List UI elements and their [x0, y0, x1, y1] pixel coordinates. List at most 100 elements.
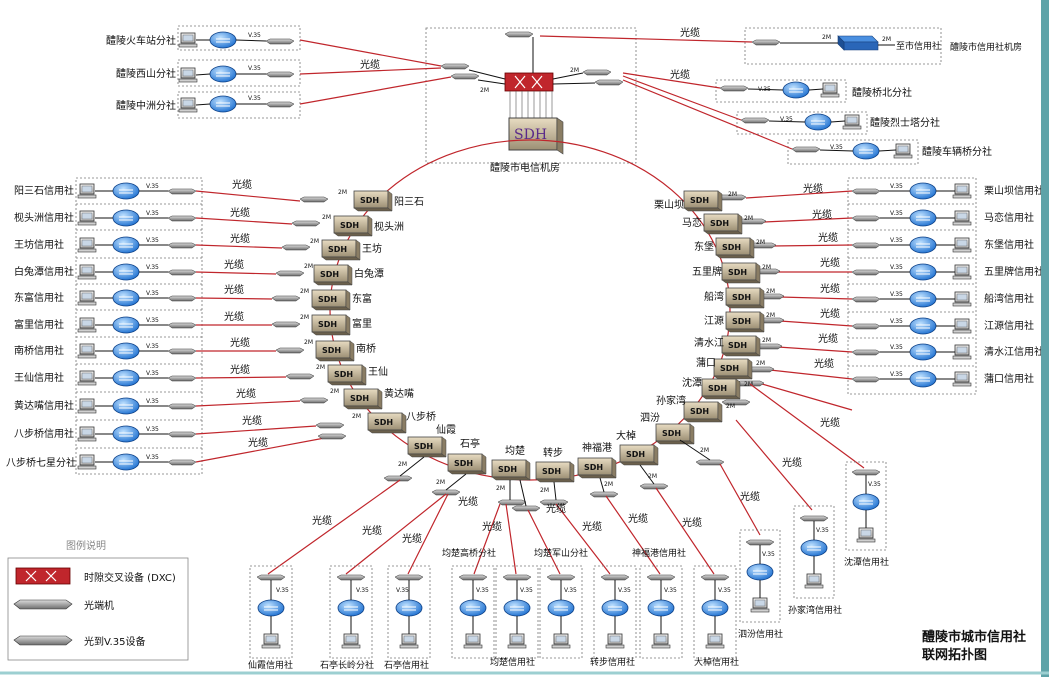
computer-icon — [893, 143, 913, 159]
v35-label: V.35 — [762, 551, 775, 558]
node-label: 黄达嘴 — [384, 387, 414, 400]
cable-label: 光缆 — [820, 307, 840, 320]
legend-item-v35: 光到V.35设备 — [84, 635, 145, 648]
legend-v35-converter-icon — [13, 635, 73, 646]
coop-label: 仙霞信用社 — [248, 659, 293, 671]
v35-label: V.35 — [780, 116, 793, 123]
coop-label: 枧头洲信用社 — [14, 211, 74, 224]
v35-label: V.35 — [396, 587, 409, 594]
center-sdh-label: SDH — [514, 127, 547, 143]
link-rate-label: 2M — [338, 189, 347, 196]
link-rate-label: 2M — [570, 67, 579, 74]
computer-icon — [952, 237, 972, 253]
center-sdh-icon: SDH — [508, 117, 564, 155]
cable-label: 光缆 — [812, 208, 832, 221]
router-icon — [909, 209, 937, 227]
link-rate-label: 2M — [882, 36, 891, 43]
computer-icon — [178, 32, 198, 48]
v35-label: V.35 — [816, 527, 829, 534]
node-label: 均楚 — [505, 444, 525, 457]
optical-terminal-icon — [271, 295, 301, 302]
v35-label: V.35 — [146, 370, 159, 377]
optical-terminal-icon — [589, 491, 619, 498]
coop-label: 马恋信用社 — [984, 211, 1034, 224]
computer-icon — [750, 597, 770, 613]
router-icon — [909, 317, 937, 335]
v35-converter-icon — [167, 215, 197, 222]
router-icon — [395, 599, 423, 617]
v35-label: V.35 — [890, 237, 903, 244]
v35-converter-icon — [646, 574, 676, 581]
computer-icon — [77, 317, 97, 333]
router-icon — [782, 81, 810, 99]
svg-text:SDH: SDH — [584, 463, 603, 472]
node-label: 枧头洲 — [374, 220, 404, 233]
v35-label: V.35 — [890, 291, 903, 298]
coop-label: 八步桥信用社 — [14, 427, 74, 440]
v35-converter-icon — [336, 574, 366, 581]
router-icon — [112, 289, 140, 307]
cable-label: 光缆 — [248, 436, 268, 449]
cable-label: 光缆 — [362, 524, 382, 537]
node-label: 栗山坝 — [654, 199, 684, 211]
coop-label: 均楚信用社 — [490, 656, 535, 668]
svg-text:SDH: SDH — [322, 346, 341, 355]
svg-text:SDH: SDH — [690, 407, 709, 416]
computer-icon — [77, 426, 97, 442]
v35-label: V.35 — [146, 454, 159, 461]
v35-converter-icon — [167, 403, 197, 410]
hq-room-box — [744, 27, 942, 65]
link-rate-label: 2M — [398, 461, 407, 468]
cable-label: 光缆 — [628, 512, 648, 525]
link-rate-label: 2M — [744, 215, 753, 222]
coop-label: 富里信用社 — [14, 318, 64, 331]
computer-icon — [341, 633, 361, 649]
link-rate-label: 2M — [300, 288, 309, 295]
router-icon — [852, 493, 880, 511]
branch-label: 醴陵火车站分社 — [106, 34, 176, 47]
router-icon — [112, 182, 140, 200]
node-label: 泗汾 — [640, 412, 660, 424]
v35-label: V.35 — [564, 587, 577, 594]
optical-terminal-icon — [639, 483, 669, 490]
computer-icon — [178, 67, 198, 83]
computer-icon — [820, 82, 840, 98]
v35-label: V.35 — [146, 343, 159, 350]
v35-converter-icon — [167, 431, 197, 438]
node-label: 石亭 — [460, 437, 480, 450]
v35-label: V.35 — [664, 587, 677, 594]
cable-label: 光缆 — [230, 336, 250, 349]
cable-label: 光缆 — [360, 58, 380, 71]
link-rate-label: 2M — [762, 264, 771, 271]
link-rate-label: 2M — [436, 479, 445, 486]
v35-label: V.35 — [146, 290, 159, 297]
v35-converter-icon — [851, 242, 881, 249]
svg-text:SDH: SDH — [732, 293, 751, 302]
cable-label: 光缆 — [803, 182, 823, 195]
computer-icon — [463, 633, 483, 649]
cable-label: 光缆 — [820, 282, 840, 295]
link-rate-label: 2M — [304, 339, 313, 346]
cable-label: 光缆 — [402, 532, 422, 545]
v35-label: V.35 — [890, 264, 903, 271]
v35-label: V.35 — [890, 318, 903, 325]
router-icon — [909, 236, 937, 254]
router-icon — [112, 397, 140, 415]
computer-icon — [77, 210, 97, 226]
svg-text:SDH: SDH — [728, 268, 747, 277]
node-label: 孙家湾 — [656, 394, 686, 407]
router-icon — [547, 599, 575, 617]
link-rate-label: 2M — [822, 34, 831, 41]
link-rate-label: 2M — [310, 238, 319, 245]
v35-converter-icon — [851, 349, 881, 356]
optical-terminal-icon — [594, 79, 624, 86]
optical-terminal-icon — [299, 196, 329, 203]
branch-label: 均楚高桥分社 — [442, 547, 496, 559]
cable-label: 光缆 — [670, 68, 690, 81]
v35-converter-icon — [167, 348, 197, 355]
router-icon — [800, 539, 828, 557]
coop-label: 南桥信用社 — [14, 344, 64, 357]
cable-label: 光缆 — [224, 258, 244, 271]
router-icon — [112, 342, 140, 360]
